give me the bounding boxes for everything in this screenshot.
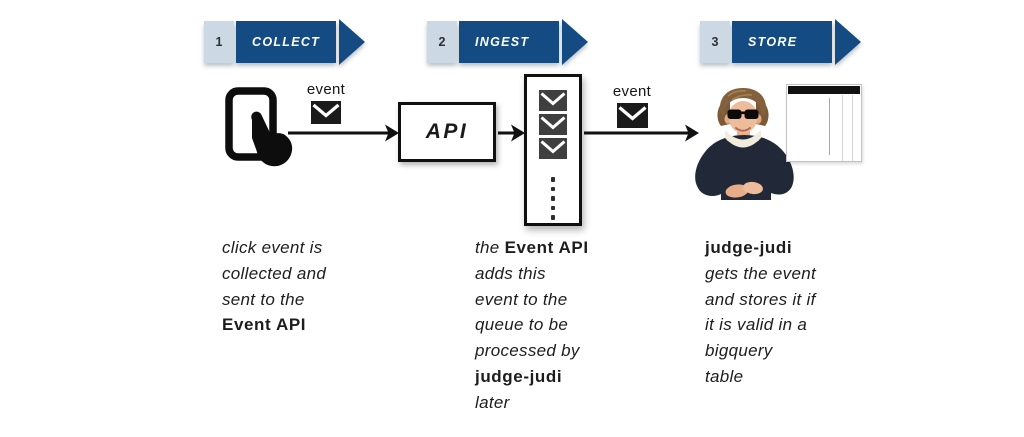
- caption-line: it is valid in a: [705, 315, 808, 335]
- banner-arrow-icon: [835, 19, 861, 65]
- stage-label: COLLECT: [236, 21, 336, 63]
- phone-tap-icon: [225, 87, 293, 167]
- caption-line: and stores it if: [705, 289, 816, 309]
- envelope-icon: [539, 90, 567, 111]
- caption-store: judge-judi gets the event and stores it if…: [705, 235, 880, 390]
- stage-collect-banner: 1 COLLECT: [204, 19, 365, 65]
- table-column-line: [842, 95, 844, 161]
- stage-store-banner: 3 STORE: [700, 19, 861, 65]
- envelope-icon: [311, 101, 341, 124]
- caption-line: adds this: [475, 263, 546, 283]
- banner-arrow-icon: [339, 19, 365, 65]
- caption-line: queue to be: [475, 315, 569, 335]
- caption-line: bigquery: [705, 341, 773, 361]
- flow-arrow-store: [584, 124, 699, 142]
- event-collect-group: event: [295, 81, 357, 129]
- envelope-icon: [616, 103, 648, 128]
- stage-number: 2: [427, 21, 457, 63]
- envelope-icon: [539, 138, 567, 159]
- caption-line: the Event API: [475, 238, 589, 257]
- table-column-line: [829, 98, 831, 155]
- caption-line: Event API: [222, 315, 307, 335]
- stage-label: INGEST: [459, 21, 559, 63]
- banner-arrow-icon: [562, 19, 588, 65]
- envelope-icon: [539, 114, 567, 135]
- api-label: API: [425, 120, 469, 143]
- stage-number: 1: [204, 21, 234, 63]
- event-label: event: [306, 81, 346, 98]
- caption-line: collected and: [222, 263, 327, 283]
- caption-line: sent to the: [222, 289, 305, 309]
- caption-line: judge-judi: [475, 366, 563, 386]
- judge-judi-avatar: [695, 88, 794, 200]
- api-box: API: [398, 102, 496, 162]
- event-ingest-group: event: [601, 83, 663, 133]
- stage-label: STORE: [732, 21, 832, 63]
- event-queue: [524, 74, 582, 226]
- caption-line: later: [475, 392, 510, 412]
- flow-arrow-collect: [288, 124, 399, 142]
- caption-line: table: [705, 366, 744, 386]
- table-header-bar: [788, 86, 860, 94]
- event-label: event: [612, 83, 652, 100]
- flow-arrow-api-queue: [498, 124, 525, 142]
- stage-number: 3: [700, 21, 730, 63]
- caption-line: judge-judi: [705, 238, 793, 257]
- caption-line: click event is: [222, 238, 323, 257]
- caption-ingest: the Event API adds this event to the queue …: [475, 235, 650, 416]
- stage-ingest-banner: 2 INGEST: [427, 19, 588, 65]
- table-column-line: [852, 95, 854, 161]
- caption-line: processed by: [475, 341, 580, 361]
- caption-line: gets the event: [705, 263, 816, 283]
- tap-hand-icon: [251, 111, 293, 167]
- bigquery-table-icon: [786, 84, 862, 162]
- caption-line: event to the: [475, 289, 568, 309]
- queue-ellipsis-dots: [551, 177, 555, 220]
